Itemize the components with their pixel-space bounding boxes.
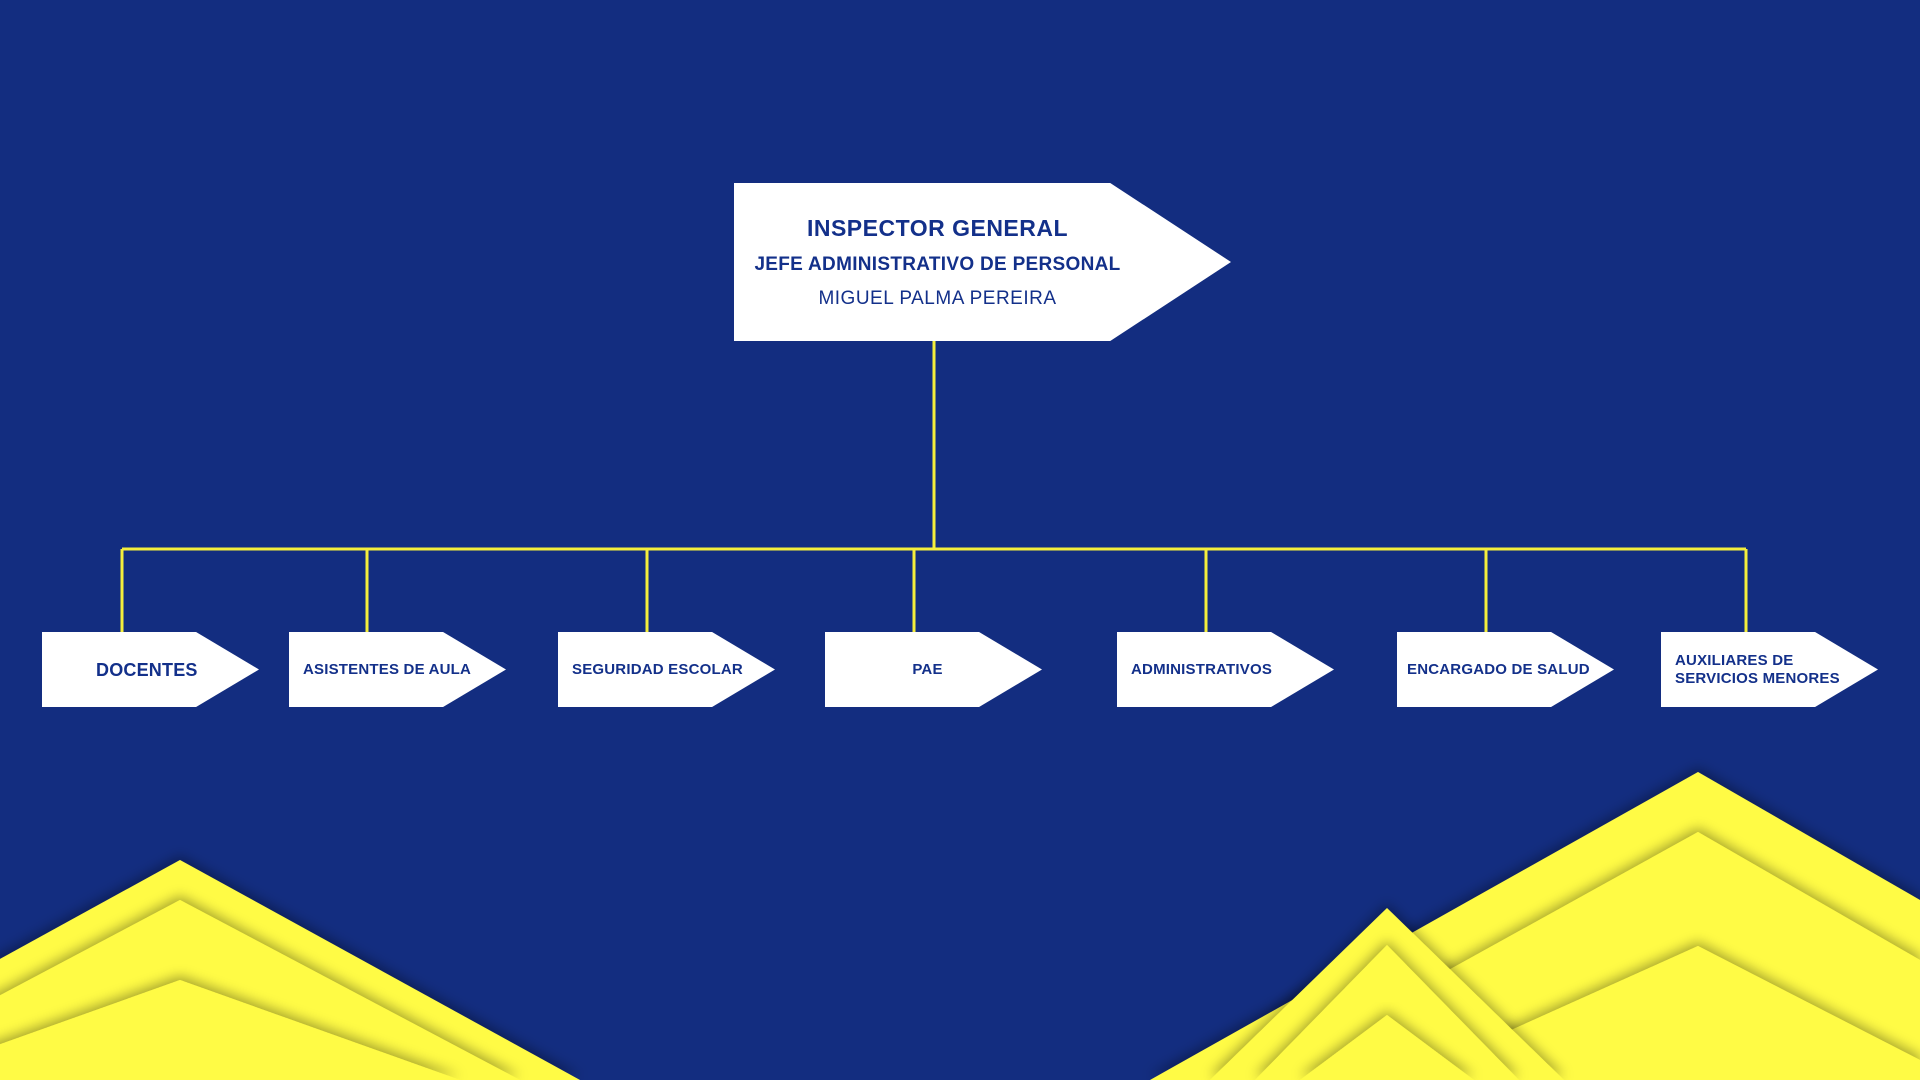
node-label: DOCENTES bbox=[96, 659, 198, 680]
node-label: ASISTENTES DE AULA bbox=[303, 660, 472, 678]
node-label: PAE bbox=[912, 660, 943, 678]
mountain-left bbox=[0, 860, 580, 1080]
mountain-right-small bbox=[1210, 908, 1564, 1080]
node-label-line1: AUXILIARES DE bbox=[1675, 651, 1794, 669]
node-label: ENCARGADO DE SALUD bbox=[1407, 660, 1590, 678]
node-label-line2: SERVICIOS MENORES bbox=[1675, 669, 1840, 687]
node-label: ADMINISTRATIVOS bbox=[1131, 660, 1273, 678]
node-label: SEGURIDAD ESCOLAR bbox=[572, 660, 743, 678]
node-person-name: MIGUEL PALMA PEREIRA bbox=[818, 287, 1057, 309]
node-title: INSPECTOR GENERAL bbox=[806, 214, 1069, 241]
node-inspector-general[interactable]: INSPECTOR GENERAL JEFE ADMINISTRATIVO DE… bbox=[734, 183, 1231, 341]
node-role: JEFE ADMINISTRATIVO DE PERSONAL bbox=[754, 253, 1121, 275]
